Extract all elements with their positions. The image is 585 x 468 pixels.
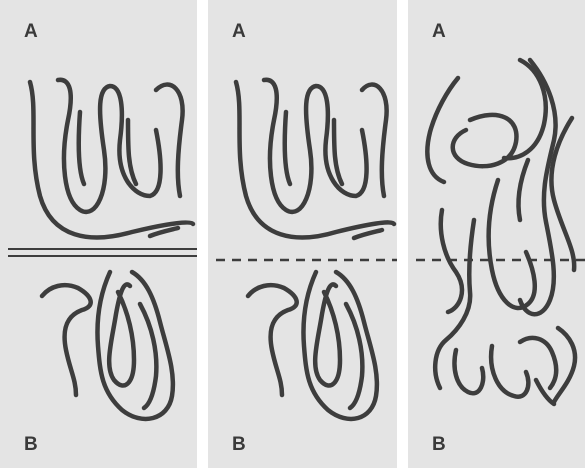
panel-2-drawing (208, 0, 397, 468)
chain (248, 285, 297, 395)
chain (30, 82, 193, 237)
chain (79, 112, 84, 184)
chain (518, 160, 528, 220)
chain (58, 80, 161, 212)
chain (453, 115, 517, 166)
chain (455, 350, 484, 393)
panel-1-drawing (0, 0, 197, 468)
upper-layer-chains-a (30, 80, 193, 238)
chain (128, 120, 136, 184)
layer-a-label: A (232, 21, 246, 43)
chain (354, 230, 382, 238)
layer-b-label: B (432, 434, 446, 456)
chain (346, 304, 362, 408)
chain (334, 120, 342, 184)
layer-b-label: B (24, 434, 38, 456)
lower-layer-chains-b (42, 272, 173, 419)
lower-layer-chains-b (248, 272, 377, 419)
chain (236, 82, 394, 237)
chain (264, 80, 367, 212)
chain (42, 285, 91, 395)
chain (315, 284, 340, 385)
chain (140, 304, 156, 408)
panel-interdiffusion: A B (408, 0, 585, 468)
upper-layer-chains-a (236, 80, 394, 238)
panel-contact: A B (208, 0, 397, 468)
entangled-chains (427, 60, 575, 404)
chain (489, 180, 535, 308)
chain (427, 78, 458, 182)
layer-a-label: A (432, 21, 446, 43)
chain (285, 112, 290, 184)
layer-a-label: A (24, 21, 38, 43)
chain (491, 346, 528, 397)
panel-separated: A B (0, 0, 197, 468)
layer-b-label: B (232, 434, 246, 456)
chain (109, 284, 134, 385)
panel-3-drawing (408, 0, 585, 468)
